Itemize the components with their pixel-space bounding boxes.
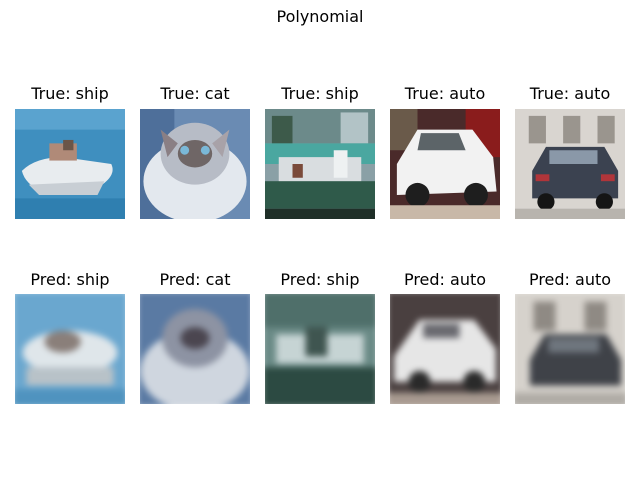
true-image-cat-2 xyxy=(140,109,250,219)
true-image-ship-3 xyxy=(265,109,375,219)
true-label-4: True: auto xyxy=(404,84,486,103)
true-label-3: True: ship xyxy=(281,84,359,103)
pred-image-ship-1 xyxy=(15,294,125,404)
pred-label-5: Pred: auto xyxy=(528,270,612,289)
true-image-ship-1 xyxy=(15,109,125,219)
true-image-auto-4 xyxy=(390,109,500,219)
pred-label-4: Pred: auto xyxy=(403,270,487,289)
true-image-auto-5 xyxy=(515,109,625,219)
pred-image-auto-5 xyxy=(515,294,625,404)
pred-label-1: Pred: ship xyxy=(30,270,110,289)
pred-image-cat-2 xyxy=(140,294,250,404)
pred-image-ship-3 xyxy=(265,294,375,404)
true-label-5: True: auto xyxy=(529,84,611,103)
pred-label-2: Pred: cat xyxy=(159,270,231,289)
pred-label-3: Pred: ship xyxy=(280,270,360,289)
true-label-1: True: ship xyxy=(31,84,109,103)
figure-title: Polynomial xyxy=(276,7,364,26)
true-label-2: True: cat xyxy=(160,84,230,103)
pred-image-auto-4 xyxy=(390,294,500,404)
